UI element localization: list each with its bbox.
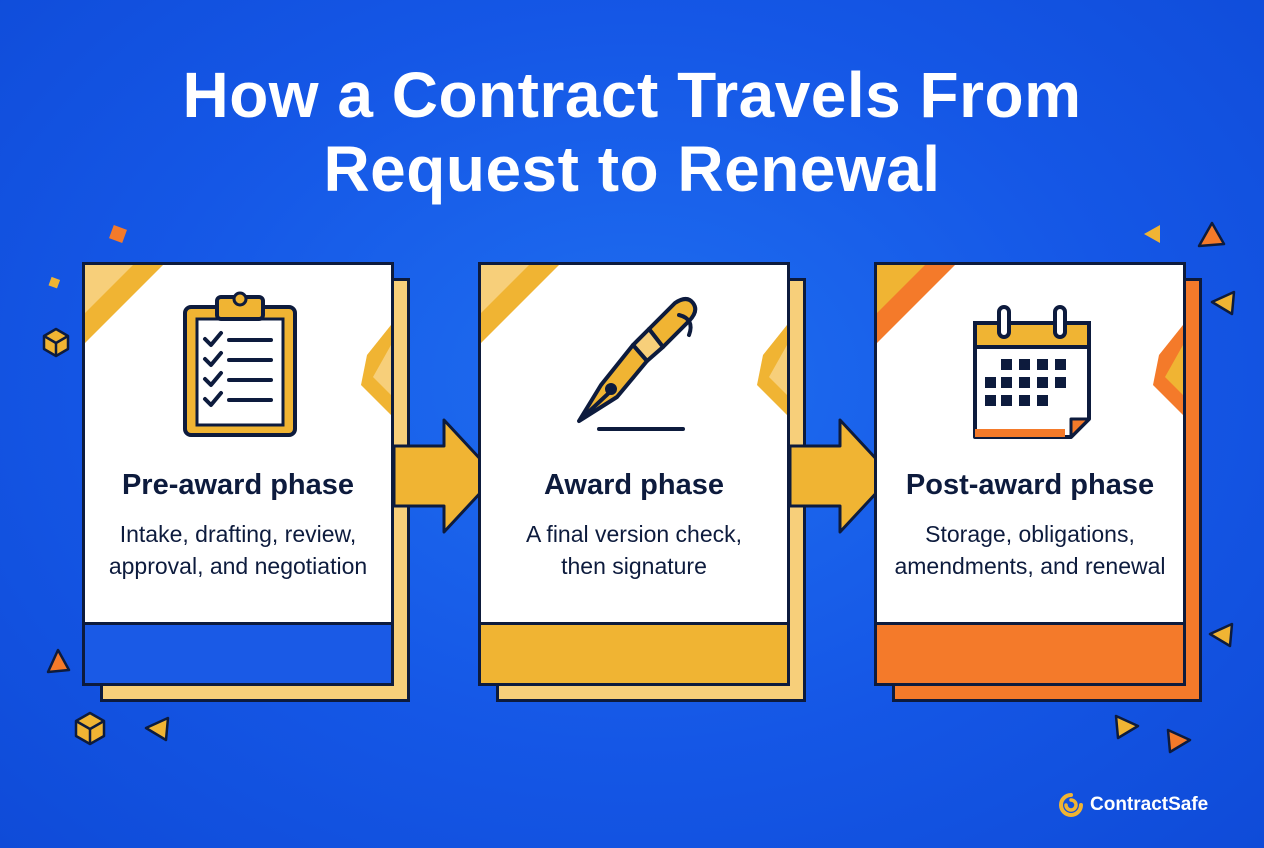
phase-description: A final version check, then signature bbox=[481, 518, 787, 582]
confetti-triangle-icon bbox=[1208, 622, 1234, 648]
phase-card-post-award: Post-award phase Storage, obligations, a… bbox=[874, 262, 1202, 702]
confetti-triangle-icon bbox=[46, 648, 71, 674]
arrow-right-icon bbox=[392, 418, 498, 534]
phase-color-band bbox=[85, 622, 391, 683]
confetti-square-icon bbox=[48, 276, 61, 289]
clipboard-checklist-icon bbox=[183, 291, 297, 437]
edge-decoration-icon bbox=[1153, 325, 1183, 415]
calendar-icon bbox=[973, 305, 1091, 439]
title-line-2: Request to Renewal bbox=[323, 133, 941, 205]
phase-description-line-1: A final version check, bbox=[525, 521, 743, 547]
confetti-cube-icon bbox=[42, 327, 70, 358]
edge-decoration-icon bbox=[361, 325, 391, 415]
brand-logo: ContractSafe bbox=[1058, 790, 1208, 820]
phase-color-band bbox=[481, 622, 787, 683]
page-title: How a Contract Travels From Request to R… bbox=[0, 58, 1264, 206]
brand-name: ContractSafe bbox=[1090, 794, 1209, 815]
confetti-triangle-icon bbox=[144, 716, 170, 742]
phase-heading: Post-award phase bbox=[905, 469, 1155, 501]
phase-heading: Pre-award phase bbox=[121, 469, 355, 501]
confetti-triangle-icon bbox=[1144, 225, 1160, 243]
confetti-triangle-icon bbox=[1210, 290, 1236, 316]
phase-heading: Award phase bbox=[544, 469, 724, 501]
confetti-triangle-icon bbox=[1197, 221, 1226, 248]
arrow-right-icon bbox=[788, 418, 894, 534]
phase-description: Intake, drafting, review, approval, and … bbox=[85, 518, 391, 582]
phase-description-line-2: amendments, and renewal bbox=[894, 553, 1166, 579]
corner-decoration-icon bbox=[481, 265, 559, 343]
edge-decoration-icon bbox=[757, 325, 787, 415]
confetti-square-icon bbox=[109, 225, 127, 243]
phase-description-line-2: approval, and negotiation bbox=[108, 553, 368, 579]
contractsafe-logo-icon bbox=[1059, 793, 1083, 817]
phase-description-line-1: Storage, obligations, bbox=[925, 521, 1135, 547]
fountain-pen-icon bbox=[577, 297, 698, 431]
phase-card-award: Award phase A final version check, then … bbox=[478, 262, 806, 702]
phase-color-band bbox=[877, 622, 1183, 683]
corner-decoration-icon bbox=[877, 265, 955, 343]
corner-decoration-icon bbox=[85, 265, 163, 343]
phase-description-line-2: then signature bbox=[561, 553, 707, 579]
card-front-sheet: Post-award phase Storage, obligations, a… bbox=[874, 262, 1186, 686]
phase-description-line-1: Intake, drafting, review, bbox=[119, 521, 357, 547]
confetti-triangle-icon bbox=[1166, 728, 1192, 754]
phase-description: Storage, obligations, amendments, and re… bbox=[877, 518, 1183, 582]
confetti-cube-icon bbox=[74, 711, 106, 746]
phase-card-pre-award: Pre-award phase Intake, drafting, review… bbox=[82, 262, 410, 702]
card-front-sheet: Award phase A final version check, then … bbox=[478, 262, 790, 686]
title-line-1: How a Contract Travels From bbox=[182, 59, 1082, 131]
confetti-triangle-icon bbox=[1114, 714, 1140, 740]
card-front-sheet: Pre-award phase Intake, drafting, review… bbox=[82, 262, 394, 686]
